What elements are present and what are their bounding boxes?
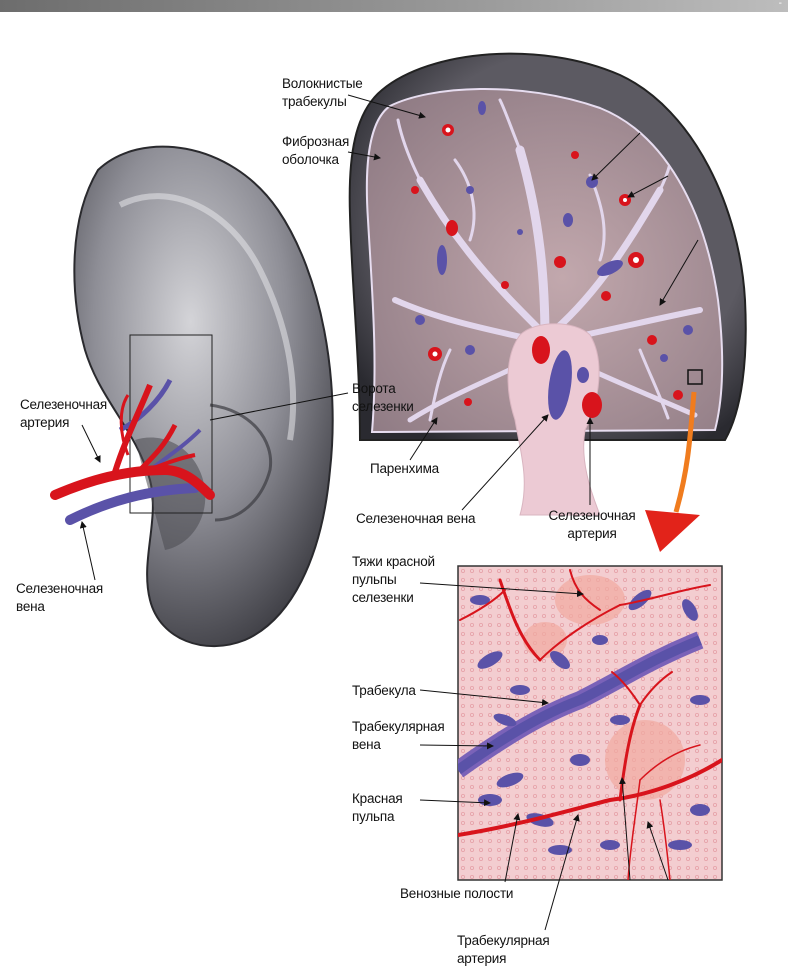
label-fibrous-capsule: Фиброзная оболочка (282, 133, 349, 169)
label-fibrous-trabeculae: Волокнистые трабекулы (282, 75, 363, 111)
red-pulp-detail (458, 566, 722, 880)
label-trabecular-vein: Трабекулярная вена (352, 718, 444, 754)
spleen-whole (74, 147, 332, 647)
label-venous-cavities: Венозные полости (400, 885, 513, 903)
spleen-section (350, 54, 746, 515)
label-splenic-artery-left: Селезеночная артерия (20, 396, 107, 432)
label-red-pulp: Красная пульпа (352, 790, 403, 826)
label-red-pulp-cords: Тяжи красной пульпы селезенки (352, 553, 435, 607)
label-parenchyma: Паренхима (370, 460, 439, 478)
label-splenic-artery-right: Селезеночная артерия (542, 507, 642, 543)
label-splenic-vein-left: Селезеночная вена (16, 580, 103, 616)
label-splenic-vein-right: Селезеночная вена (356, 510, 475, 528)
label-trabecular-artery: Трабекулярная артерия (457, 932, 549, 968)
label-splenic-hilum: Ворота селезенки (352, 380, 414, 416)
label-trabecula: Трабекула (352, 682, 416, 700)
